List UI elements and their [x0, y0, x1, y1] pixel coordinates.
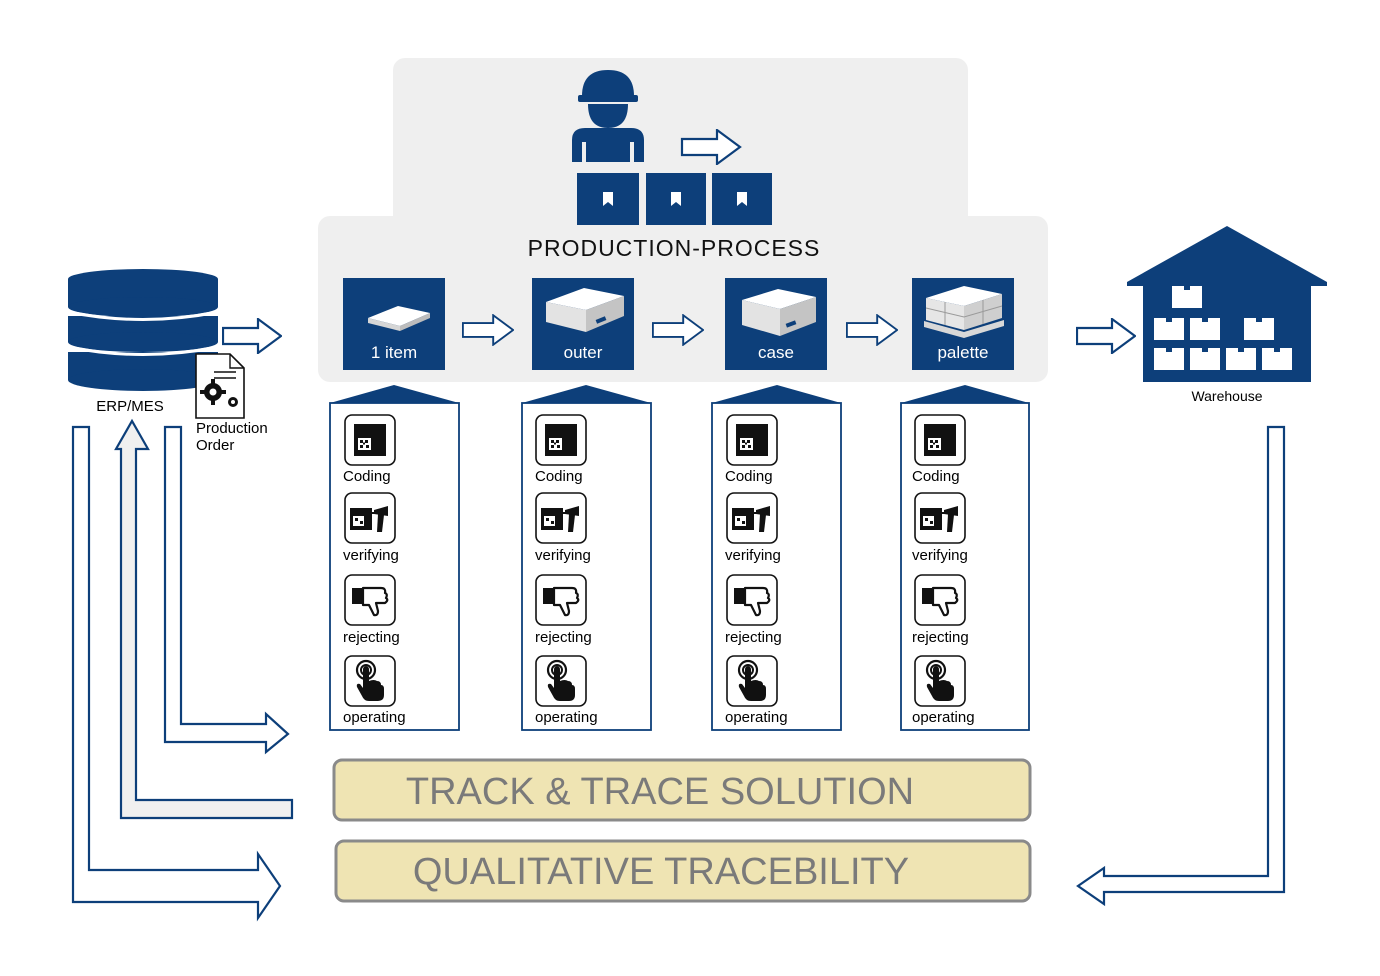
operations-column-case: Coding verifying rejecting operating — [711, 385, 842, 731]
production-to-warehouse-arrow — [1076, 318, 1136, 354]
touch-hand-icon — [344, 655, 396, 707]
thumbs-down-icon — [535, 574, 587, 626]
warehouse-icon — [1127, 226, 1327, 382]
single-item-icon — [368, 306, 430, 331]
stage-label-item: 1 item — [371, 343, 417, 362]
outer-box-icon — [546, 288, 624, 332]
warehouse-label: Warehouse — [1191, 388, 1262, 404]
op-label: operating — [912, 709, 975, 726]
erp-to-operations-arrow — [163, 425, 290, 755]
production-order-label: Order — [196, 437, 234, 454]
op-label: rejecting — [535, 629, 592, 646]
erp-label: ERP/MES — [96, 398, 164, 415]
stage-box-case: case — [725, 278, 827, 370]
op-label: Coding — [535, 468, 583, 485]
erp-to-production-arrow — [222, 318, 282, 354]
op-label: rejecting — [912, 629, 969, 646]
op-label: operating — [535, 709, 598, 726]
thumbs-down-icon — [726, 574, 778, 626]
thumbs-down-icon — [914, 574, 966, 626]
production-order-label: Production — [196, 420, 268, 437]
production-panel — [318, 58, 1048, 382]
case-box-icon — [742, 289, 816, 336]
datamatrix-code-icon — [344, 414, 396, 466]
stage-label-outer: outer — [564, 343, 603, 362]
op-label: operating — [725, 709, 788, 726]
op-label: operating — [343, 709, 406, 726]
op-label: verifying — [912, 547, 968, 564]
stage-label-palette: palette — [937, 343, 988, 362]
page-title: PRODUCTION-PROCESS — [528, 235, 821, 261]
touch-hand-icon — [535, 655, 587, 707]
op-label: Coding — [725, 468, 773, 485]
scanner-verify-icon — [535, 492, 587, 544]
stage-box-outer: outer — [532, 278, 634, 370]
op-label: verifying — [343, 547, 399, 564]
boxes-icon — [577, 173, 772, 225]
production-order-icon — [195, 353, 245, 419]
tracktrace-to-erp-arrow — [114, 418, 294, 820]
touch-hand-icon — [726, 655, 778, 707]
erp-to-traceability-arrow — [71, 425, 282, 922]
pallet-icon — [924, 286, 1004, 338]
operations-column-outer: Coding verifying rejecting operating — [521, 385, 652, 731]
worker-icon — [572, 70, 644, 162]
op-label: rejecting — [343, 629, 400, 646]
scanner-verify-icon — [726, 492, 778, 544]
op-label: verifying — [725, 547, 781, 564]
operations-column-palette: Coding verifying rejecting operating — [900, 385, 1030, 731]
scanner-verify-icon — [344, 492, 396, 544]
track-trace-band: TRACK & TRACE SOLUTION — [332, 758, 1032, 822]
op-label: Coding — [343, 468, 391, 485]
datamatrix-code-icon — [914, 414, 966, 466]
op-label: rejecting — [725, 629, 782, 646]
stage-box-item: 1 item — [343, 278, 445, 370]
scanner-verify-icon — [914, 492, 966, 544]
track-trace-label: TRACK & TRACE SOLUTION — [406, 771, 914, 813]
thumbs-down-icon — [344, 574, 396, 626]
op-label: Coding — [912, 468, 960, 485]
datamatrix-code-icon — [726, 414, 778, 466]
datamatrix-code-icon — [535, 414, 587, 466]
stage-box-palette: palette — [912, 278, 1014, 370]
qualitative-band: QUALITATIVE TRACEBILITY — [334, 839, 1032, 903]
touch-hand-icon — [914, 655, 966, 707]
operations-column-item: Coding verifying rejecting operating — [329, 385, 460, 731]
database-icon — [67, 269, 219, 391]
op-label: verifying — [535, 547, 591, 564]
warehouse-to-traceability-arrow — [1076, 425, 1286, 907]
stage-label-case: case — [758, 343, 794, 362]
qualitative-label: QUALITATIVE TRACEBILITY — [413, 851, 909, 893]
